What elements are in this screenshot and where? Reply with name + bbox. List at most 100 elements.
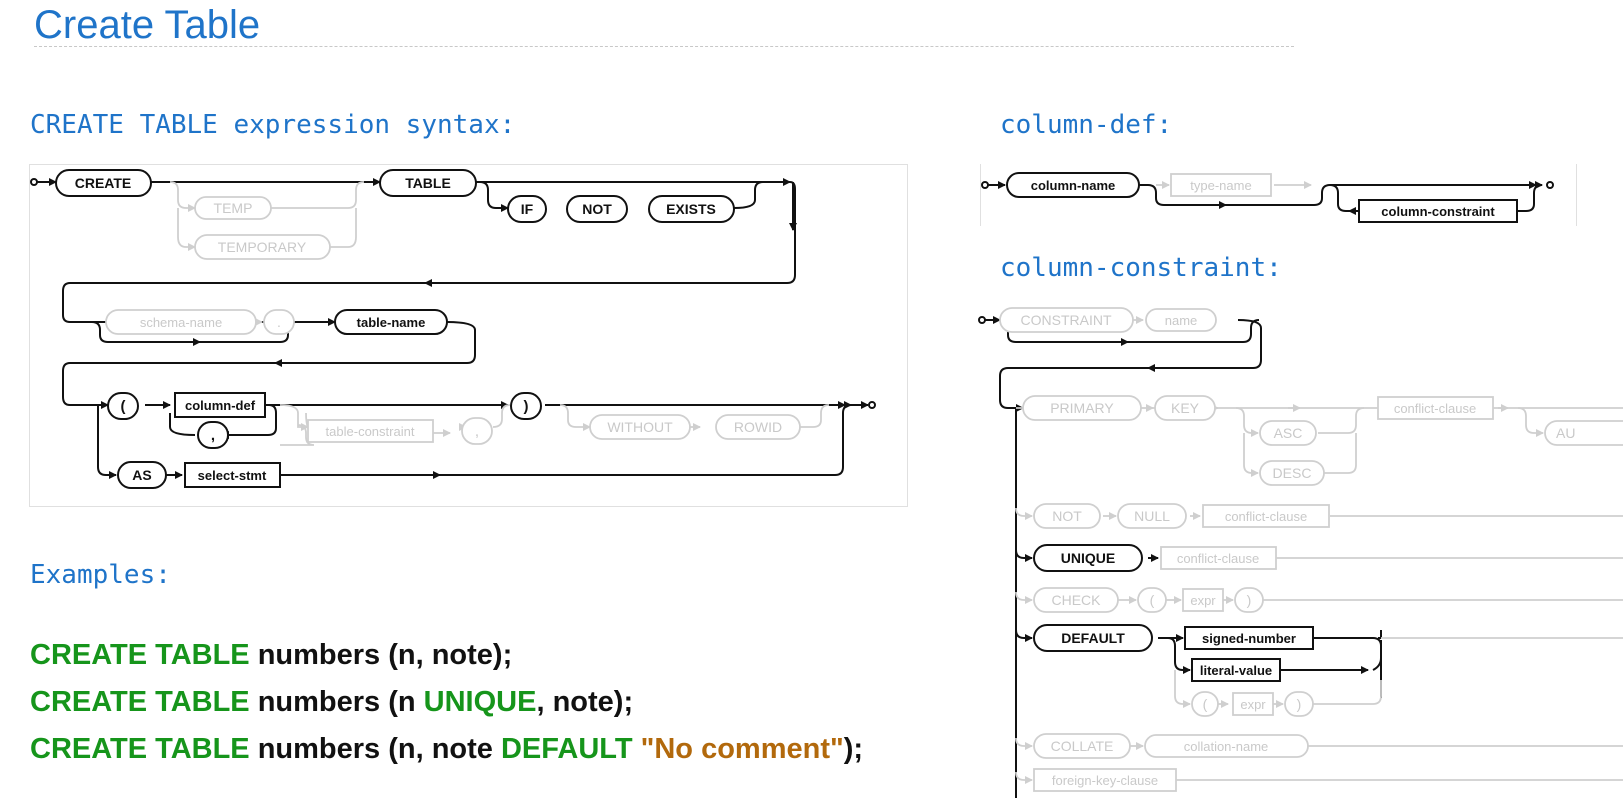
- column-constraint-svg: CONSTRAINT name PRIMARY KEY ASC DESC con…: [978, 307, 1623, 798]
- svg-text:CHECK: CHECK: [1051, 592, 1101, 608]
- create-table-diagram: CREATE TEMP TEMPORARY TABLE IF NOT EXIST…: [29, 164, 908, 507]
- start-node: [30, 178, 38, 186]
- token-conflict-clause-1: conflict-clause: [1377, 396, 1494, 420]
- token-null: NULL: [1117, 503, 1187, 529]
- keyword: UNIQUE: [423, 686, 537, 718]
- token-constraint: CONSTRAINT: [999, 307, 1134, 333]
- token-default-close-paren: ): [1284, 691, 1314, 717]
- svg-text:type-name: type-name: [1190, 178, 1251, 193]
- svg-text:AS: AS: [132, 467, 151, 483]
- svg-text:name: name: [1165, 313, 1198, 328]
- keyword: CREATE TABLE: [30, 733, 250, 765]
- svg-text:): ): [524, 398, 529, 415]
- svg-text:KEY: KEY: [1171, 400, 1200, 416]
- svg-text:TEMPORARY: TEMPORARY: [218, 239, 307, 255]
- token-desc: DESC: [1259, 460, 1325, 486]
- column-def-diagram: column-name type-name column-constraint: [980, 164, 1577, 226]
- token-check-open-paren: (: [1137, 587, 1167, 613]
- token-primary: PRIMARY: [1022, 395, 1142, 421]
- code-text: );: [843, 733, 864, 765]
- svg-text:conflict-clause: conflict-clause: [1394, 401, 1476, 416]
- token-conflict-clause-3: conflict-clause: [1160, 546, 1277, 570]
- column-constraint-diagram: CONSTRAINT name PRIMARY KEY ASC DESC con…: [978, 300, 1623, 799]
- examples-heading: Examples:: [30, 560, 171, 590]
- svg-text:CREATE: CREATE: [75, 175, 132, 191]
- code-text: numbers (n: [249, 686, 424, 718]
- token-literal-value: literal-value: [1191, 658, 1281, 682]
- token-if: IF: [507, 195, 547, 223]
- svg-text:NULL: NULL: [1134, 508, 1170, 524]
- create-table-svg: CREATE TEMP TEMPORARY TABLE IF NOT EXIST…: [30, 169, 876, 489]
- token-comma-2: ,: [461, 417, 493, 445]
- svg-text:foreign-key-clause: foreign-key-clause: [1052, 773, 1158, 788]
- token-conflict-clause-2: conflict-clause: [1202, 504, 1330, 528]
- token-rowid: ROWID: [715, 414, 801, 440]
- svg-text:table-name: table-name: [357, 315, 426, 330]
- token-check-expr: expr: [1182, 588, 1224, 612]
- svg-text:NOT: NOT: [582, 201, 612, 217]
- token-schema-name: schema-name: [105, 309, 257, 335]
- token-unique: UNIQUE: [1033, 544, 1143, 572]
- token-collation-name: collation-name: [1144, 734, 1309, 758]
- token-temp: TEMP: [194, 196, 272, 220]
- column-def-svg: column-name type-name column-constraint: [981, 172, 1554, 223]
- keyword: DEFAULT: [500, 733, 633, 765]
- end-node: [868, 401, 876, 409]
- token-default: DEFAULT: [1033, 624, 1153, 652]
- token-name: name: [1145, 308, 1217, 332]
- code-text: [633, 733, 641, 765]
- svg-text:,: ,: [475, 423, 479, 440]
- token-close-paren: ): [510, 392, 542, 420]
- svg-text:.: .: [277, 314, 281, 330]
- svg-text:schema-name: schema-name: [140, 315, 222, 330]
- svg-text:(: (: [1203, 696, 1208, 712]
- svg-text:EXISTS: EXISTS: [666, 201, 716, 217]
- token-asc: ASC: [1259, 420, 1317, 446]
- start-node: [978, 316, 986, 324]
- svg-text:literal-value: literal-value: [1200, 663, 1272, 678]
- page-title: Create Table: [34, 3, 261, 47]
- svg-text:COLLATE: COLLATE: [1051, 738, 1114, 754]
- create-syntax-heading: CREATE TABLE expression syntax:: [30, 110, 516, 140]
- svg-text:TABLE: TABLE: [405, 175, 451, 191]
- token-collate: COLLATE: [1033, 733, 1131, 759]
- token-not: NOT: [566, 195, 628, 223]
- svg-text:): ): [1297, 696, 1302, 712]
- svg-text:expr: expr: [1190, 593, 1216, 608]
- svg-text:signed-number: signed-number: [1202, 631, 1296, 646]
- token-foreign-key-clause: foreign-key-clause: [1033, 768, 1177, 792]
- examples-code: CREATE TABLE numbers (n, note); CREATE T…: [30, 632, 863, 773]
- svg-text:UNIQUE: UNIQUE: [1061, 550, 1115, 566]
- token-table-name: table-name: [334, 309, 448, 335]
- token-table: TABLE: [379, 169, 477, 197]
- code-text: , note);: [536, 686, 634, 718]
- start-node: [981, 181, 989, 189]
- svg-text:(: (: [1150, 592, 1155, 608]
- svg-text:DEFAULT: DEFAULT: [1061, 630, 1125, 646]
- svg-text:): ): [1247, 592, 1252, 608]
- token-check: CHECK: [1033, 587, 1119, 613]
- svg-text:conflict-clause: conflict-clause: [1177, 551, 1259, 566]
- token-default-open-paren: (: [1191, 691, 1219, 717]
- example-line-2: CREATE TABLE numbers (n UNIQUE, note);: [30, 679, 863, 726]
- svg-text:column-def: column-def: [185, 398, 256, 413]
- svg-text:WITHOUT: WITHOUT: [607, 419, 673, 435]
- svg-text:PRIMARY: PRIMARY: [1050, 400, 1114, 416]
- token-comma: ,: [197, 421, 229, 449]
- token-select-stmt: select-stmt: [184, 462, 281, 488]
- svg-text:DESC: DESC: [1273, 465, 1312, 481]
- code-text: numbers (n, note);: [249, 639, 513, 671]
- svg-text:ASC: ASC: [1274, 425, 1303, 441]
- svg-text:collation-name: collation-name: [1184, 739, 1269, 754]
- keyword: CREATE TABLE: [30, 686, 250, 718]
- column-def-heading: column-def:: [1000, 110, 1173, 140]
- token-not: NOT: [1033, 503, 1101, 529]
- svg-text:table-constraint: table-constraint: [326, 424, 415, 439]
- token-key: KEY: [1154, 395, 1216, 421]
- token-table-constraint: table-constraint: [307, 419, 434, 443]
- token-check-close-paren: ): [1234, 587, 1264, 613]
- token-column-name: column-name: [1006, 172, 1140, 198]
- svg-text:IF: IF: [521, 201, 534, 217]
- svg-text:(: (: [121, 398, 126, 415]
- token-open-paren: (: [107, 392, 139, 420]
